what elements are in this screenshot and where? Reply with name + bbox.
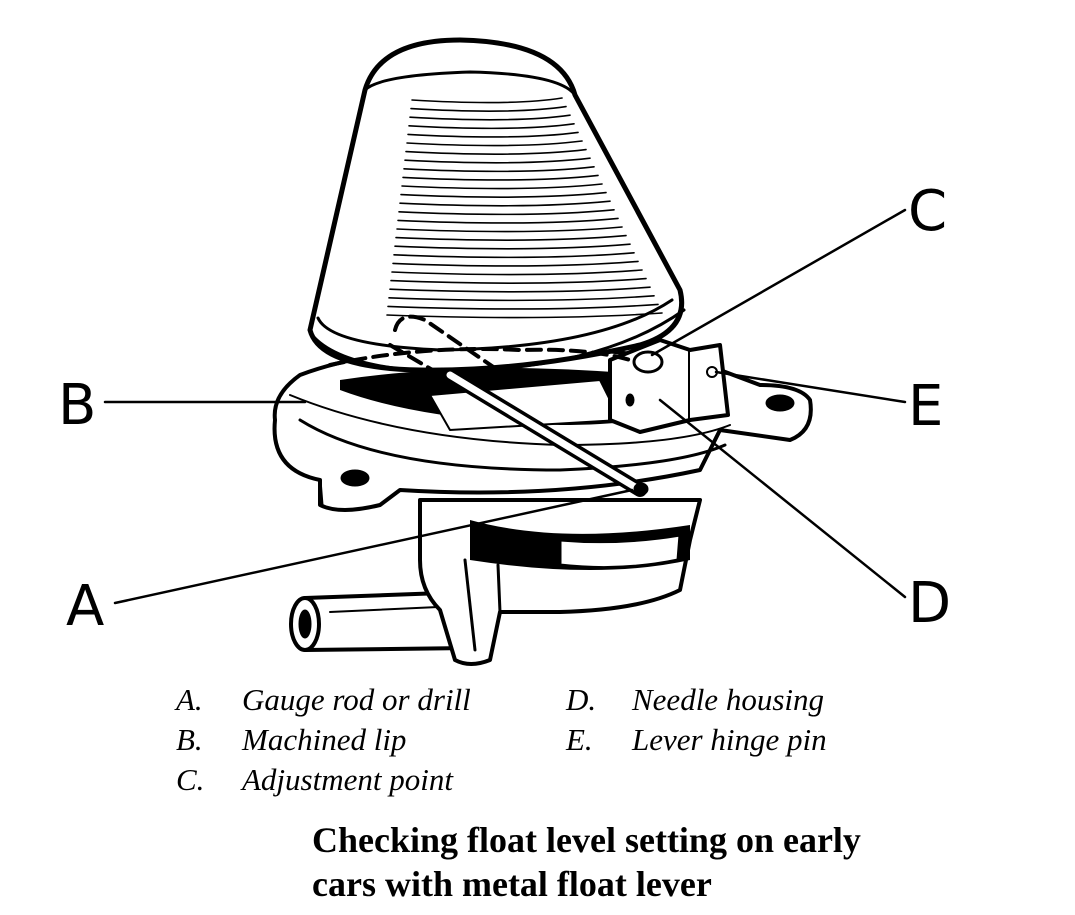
hatch-line xyxy=(410,105,567,112)
hatch-line xyxy=(395,234,627,241)
legend-item-d: D. Needle housing xyxy=(566,682,824,718)
hatch-line xyxy=(392,260,639,267)
hatch-line xyxy=(393,252,635,259)
hatch-line xyxy=(408,123,575,130)
float-chamber-illustration: B A C E D xyxy=(58,37,951,666)
hatch-line xyxy=(388,295,655,302)
legend-text: Gauge rod or drill xyxy=(242,682,471,717)
hatch-line xyxy=(401,183,603,190)
legend-key: A. xyxy=(176,682,203,717)
legend-key: C. xyxy=(176,762,205,797)
hatch-line xyxy=(396,226,623,233)
hatch-line xyxy=(391,269,643,276)
needle-housing xyxy=(608,338,730,434)
hatch-line xyxy=(386,312,663,319)
legend-text: Machined lip xyxy=(242,722,407,757)
gauge-rod xyxy=(443,368,649,497)
hatch-line xyxy=(407,131,579,138)
lower-body xyxy=(418,498,702,666)
callout-c: C xyxy=(908,179,947,244)
dome-shading xyxy=(386,97,663,319)
hatch-line xyxy=(387,303,659,310)
figure-caption: Checking float level setting on early ca… xyxy=(312,818,861,906)
hatch-line xyxy=(394,243,631,250)
legend-item-b: B. Machined lip xyxy=(176,722,406,758)
legend-item-c: C. Adjustment point xyxy=(176,762,453,798)
hatch-line xyxy=(409,114,571,121)
hatch-line xyxy=(399,200,611,207)
legend-item-e: E. Lever hinge pin xyxy=(566,722,827,758)
leader-lines xyxy=(103,208,907,605)
legend-key: B. xyxy=(176,722,203,757)
hatch-line xyxy=(404,157,591,164)
hatch-line xyxy=(390,277,647,284)
callout-e: E xyxy=(908,374,943,439)
hatch-line xyxy=(405,148,587,155)
legend-key: E. xyxy=(566,722,593,757)
hatch-line xyxy=(398,209,615,216)
callout-a: A xyxy=(66,574,104,639)
callout-b: B xyxy=(58,373,96,438)
hatch-line xyxy=(402,174,599,181)
hatch-line xyxy=(389,286,651,293)
legend-item-a: A. Gauge rod or drill xyxy=(176,682,471,718)
caption-line-1: Checking float level setting on early xyxy=(312,820,861,860)
hatch-line xyxy=(411,97,563,104)
callout-d: D xyxy=(908,571,951,636)
hatch-line xyxy=(397,217,619,224)
hatch-line xyxy=(406,140,583,147)
caption-line-2: cars with metal float lever xyxy=(312,864,712,904)
hatch-line xyxy=(403,166,595,173)
hatch-line xyxy=(400,191,607,198)
legend-text: Adjustment point xyxy=(242,762,453,797)
legend-text: Lever hinge pin xyxy=(632,722,827,757)
legend-key: D. xyxy=(566,682,597,717)
legend-text: Needle housing xyxy=(632,682,824,717)
